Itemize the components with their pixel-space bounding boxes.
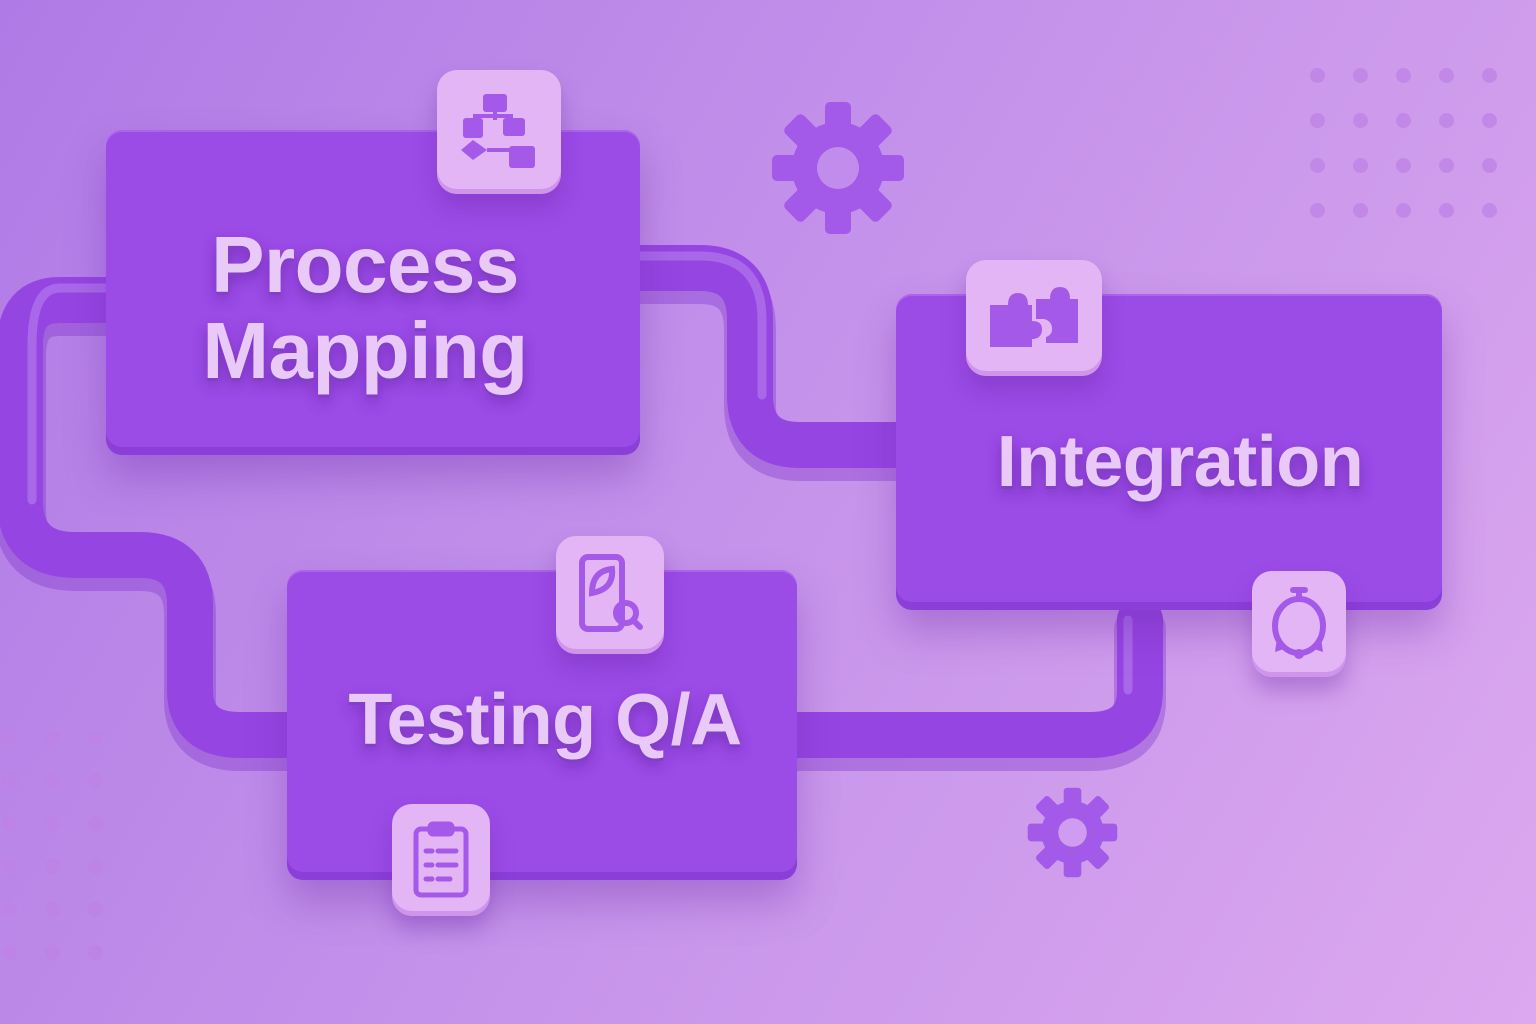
gear-icon (768, 98, 908, 238)
step-label-process-mapping: Process Mapping (150, 222, 580, 394)
flowchart-icon (461, 94, 535, 168)
puzzle-icon (990, 287, 1078, 347)
mobile-search-badge (556, 536, 664, 654)
cycle-badge (1252, 571, 1346, 677)
gear-icon (1025, 785, 1120, 880)
dot-grid-top-right (1310, 68, 1497, 218)
clipboard-badge (392, 804, 490, 916)
step-label-line1: Process (211, 220, 519, 309)
puzzle-badge (966, 260, 1102, 376)
step-label-testing-qa: Testing Q/A (348, 680, 742, 760)
step-card-testing-qa (287, 570, 797, 880)
mobile-search-icon (579, 554, 643, 632)
step-label-line2: Mapping (202, 306, 528, 395)
dot-grid-bottom-left (2, 730, 103, 960)
flowchart-badge (437, 70, 561, 194)
cycle-icon (1272, 587, 1326, 659)
clipboard-checklist-icon (413, 821, 469, 898)
step-label-integration: Integration (996, 422, 1364, 502)
